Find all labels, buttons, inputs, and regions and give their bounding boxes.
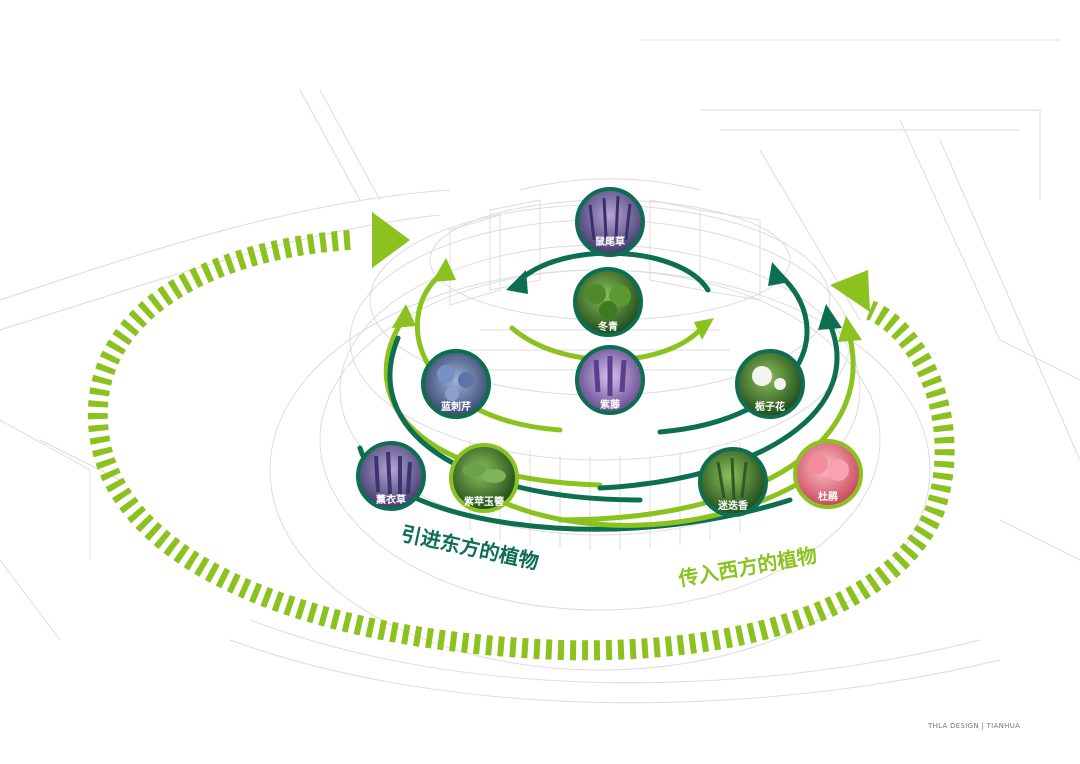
plant-label-azalea: 杜鹃 bbox=[818, 490, 838, 503]
plant-label-gardenia: 栀子花 bbox=[755, 400, 785, 413]
arc-low-light-left bbox=[383, 315, 603, 488]
plant-gardenia: 栀子花 bbox=[735, 349, 805, 419]
arc-low-dark-right-head bbox=[818, 304, 842, 330]
plant-label-hosta: 紫苹玉簪 bbox=[464, 495, 504, 508]
arc-low-light-right bbox=[557, 327, 856, 523]
arc-low-light-left-head bbox=[392, 304, 416, 328]
flow-label-west: 传入西方的植物 bbox=[676, 543, 819, 591]
plant-wisteria: 紫藤 bbox=[575, 345, 645, 415]
site-linework bbox=[0, 39, 1080, 704]
plant-sage: 鼠尾草 bbox=[575, 187, 645, 257]
arrowhead-top-left bbox=[372, 212, 410, 268]
plant-lavender: 薰衣草 bbox=[356, 441, 426, 511]
arc-low-light-right-head bbox=[838, 316, 862, 342]
outer-dashed-loop bbox=[88, 212, 955, 661]
plant-eryngium: 蓝刺芹 bbox=[421, 349, 491, 419]
arc-low-dark-left bbox=[387, 335, 643, 503]
arc-top-light-head bbox=[694, 318, 714, 340]
plant-azalea: 杜鹃 bbox=[793, 439, 863, 509]
plant-label-sage: 鼠尾草 bbox=[595, 235, 625, 248]
arrowhead-right bbox=[830, 270, 870, 312]
arc-mid-light-left-head bbox=[432, 258, 456, 282]
plant-medallions: 鼠尾草 冬青 紫藤 蓝刺芹 栀子花 bbox=[356, 187, 863, 517]
plant-label-rosemary: 迷迭香 bbox=[717, 499, 748, 512]
plant-label-lavender: 薰衣草 bbox=[376, 493, 406, 506]
arc-top-dark-head bbox=[506, 270, 528, 294]
arc-bottom-light bbox=[477, 467, 823, 528]
plant-label-eryngium: 蓝刺芹 bbox=[441, 400, 471, 413]
plant-label-holly: 冬青 bbox=[598, 320, 618, 333]
plant-holly: 冬青 bbox=[573, 267, 643, 337]
plant-hosta: 紫苹玉簪 bbox=[449, 443, 519, 513]
plant-rosemary: 迷迭香 bbox=[698, 447, 768, 517]
credit-footer: THLA DESIGN | TIANHUA bbox=[928, 722, 1021, 730]
plant-label-wisteria: 紫藤 bbox=[600, 398, 621, 411]
arc-low-dark-right bbox=[597, 317, 840, 491]
arc-mid-dark-right-head bbox=[768, 262, 790, 286]
